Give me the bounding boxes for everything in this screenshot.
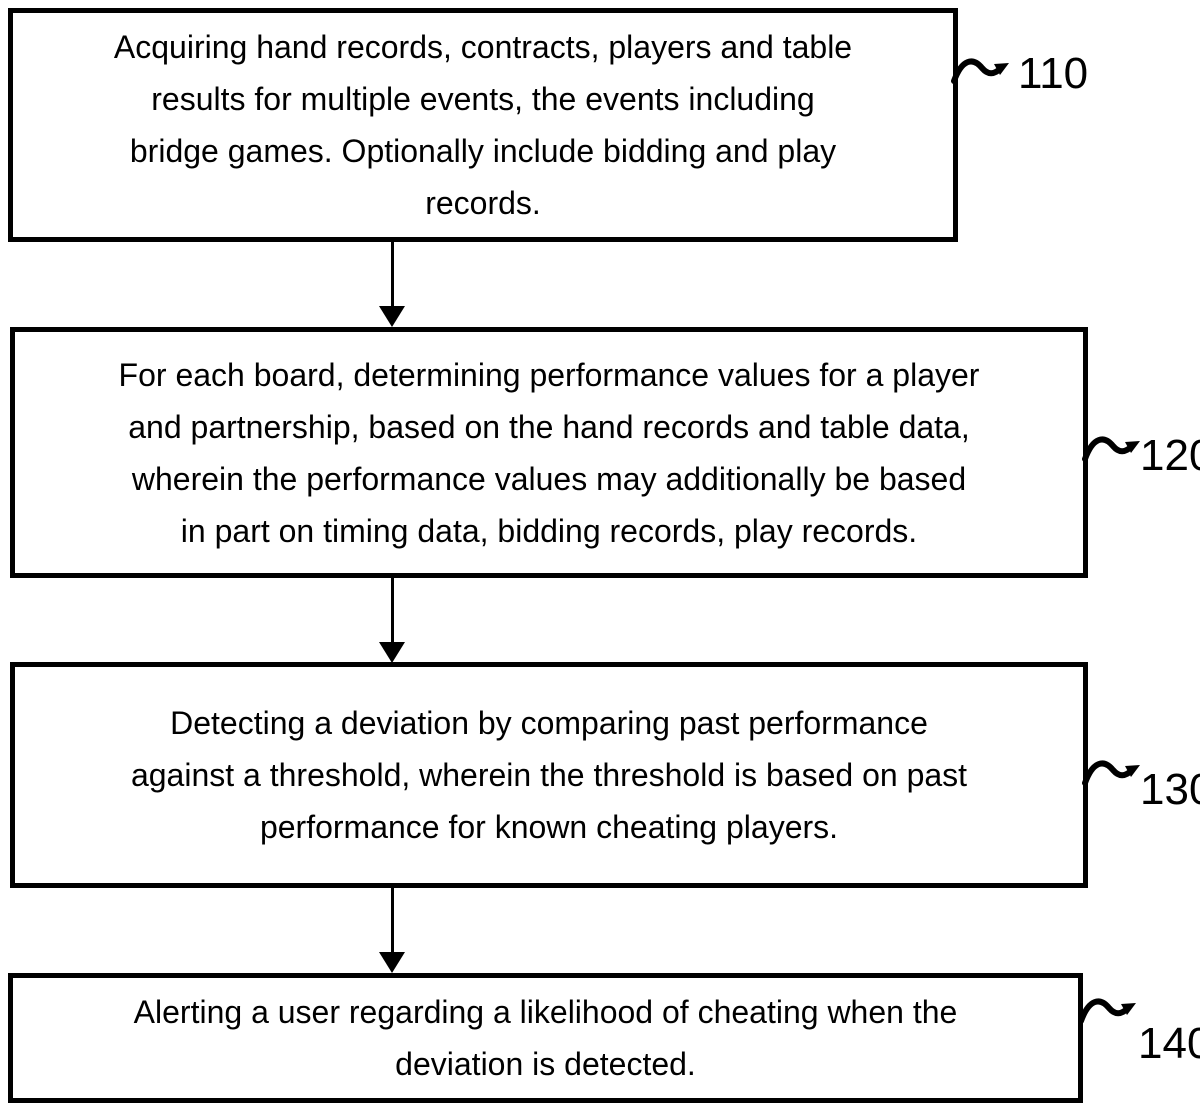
flow-arrow-down-icon: [379, 642, 405, 663]
step-box-determine-performance: For each board, determining performance …: [10, 327, 1088, 578]
step-text-determine-performance: For each board, determining performance …: [113, 349, 986, 557]
reference-numeral-140: 140: [1138, 1022, 1200, 1066]
step-box-detect-deviation: Detecting a deviation by comparing past …: [10, 662, 1088, 888]
reference-numeral-130: 130: [1140, 768, 1200, 812]
flow-arrow-down-icon: [379, 952, 405, 973]
step-box-alert-user: Alerting a user regarding a likelihood o…: [8, 973, 1083, 1103]
flow-arrow-shaft: [391, 888, 394, 954]
step-text-acquire-records: Acquiring hand records, contracts, playe…: [108, 21, 858, 229]
step-text-alert-user: Alerting a user regarding a likelihood o…: [128, 986, 964, 1090]
leader-squiggle-icon: [1082, 428, 1146, 472]
step-text-detect-deviation: Detecting a deviation by comparing past …: [125, 697, 973, 853]
leader-squiggle-icon: [1082, 752, 1146, 796]
leader-squiggle-icon: [951, 50, 1015, 94]
flow-arrow-down-icon: [379, 306, 405, 327]
reference-numeral-120: 120: [1140, 434, 1200, 478]
leader-squiggle-icon: [1078, 990, 1142, 1034]
flow-arrow-shaft: [391, 578, 394, 644]
step-box-acquire-records: Acquiring hand records, contracts, playe…: [8, 8, 958, 242]
reference-numeral-110: 110: [1018, 52, 1088, 96]
flow-arrow-shaft: [391, 242, 394, 308]
